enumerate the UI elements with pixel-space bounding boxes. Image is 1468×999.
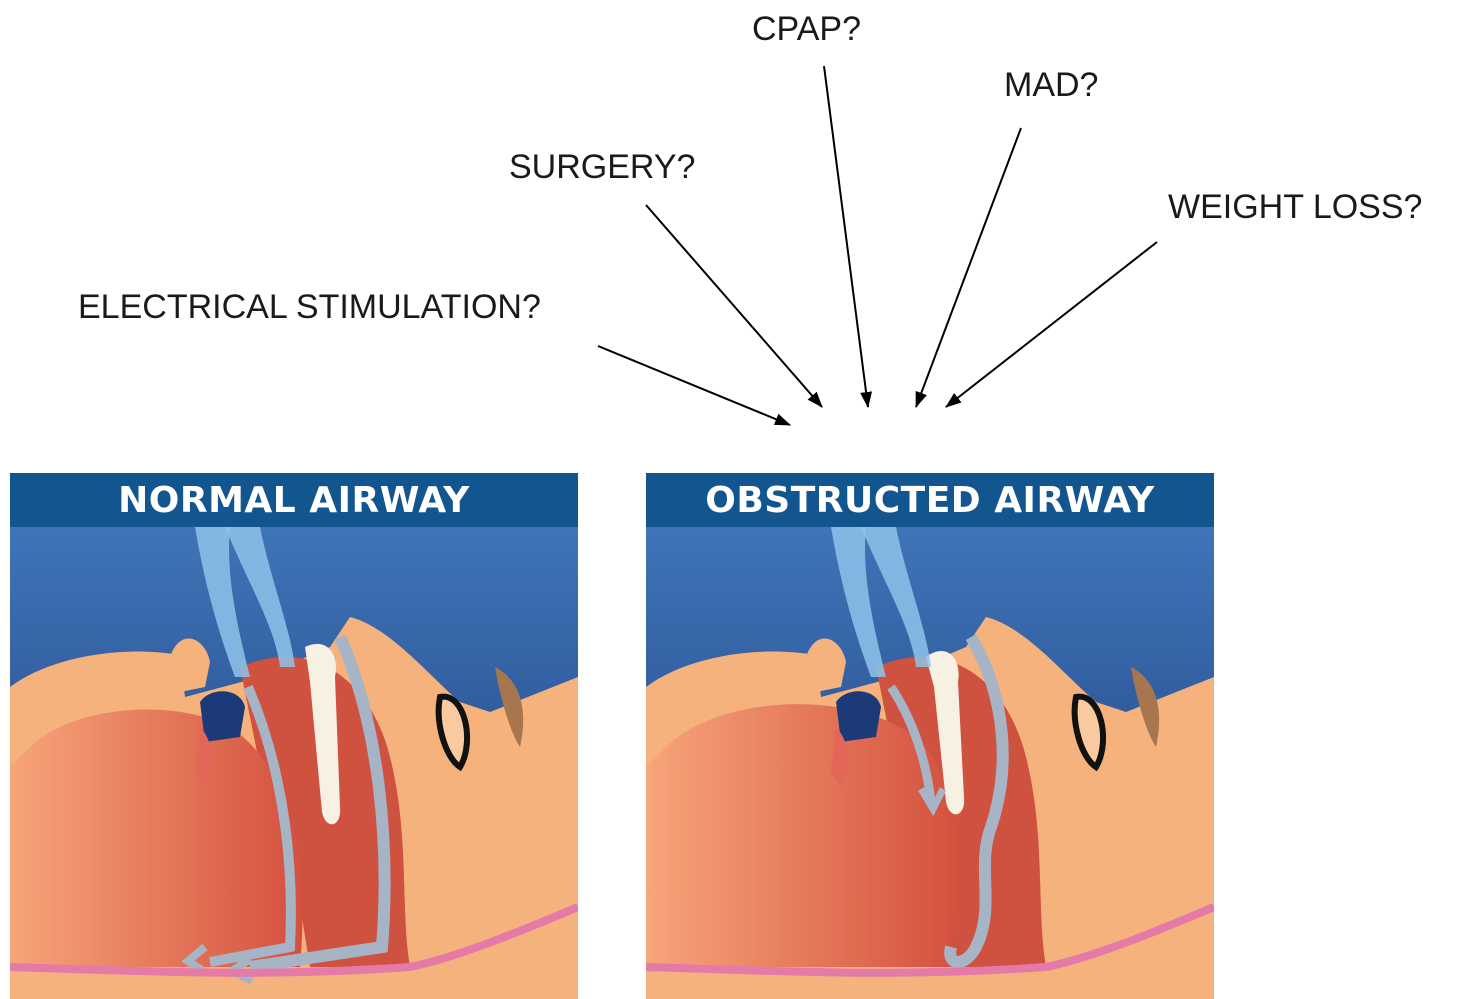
normal-airway-title: NORMAL AIRWAY	[10, 473, 578, 527]
obstructed-airway-illustration	[646, 527, 1214, 999]
arrow-mad	[916, 128, 1021, 407]
normal-airway-panel: NORMAL AIRWAY	[10, 473, 578, 999]
normal-airway-illustration	[10, 527, 578, 999]
obstructed-airway-panel: OBSTRUCTED AIRWAY	[646, 473, 1214, 999]
treatment-arrows	[0, 0, 1468, 470]
arrow-electrical-stimulation	[598, 346, 790, 425]
arrow-cpap	[824, 66, 868, 407]
obstructed-airway-title: OBSTRUCTED AIRWAY	[646, 473, 1214, 527]
arrow-weight-loss	[946, 242, 1157, 407]
